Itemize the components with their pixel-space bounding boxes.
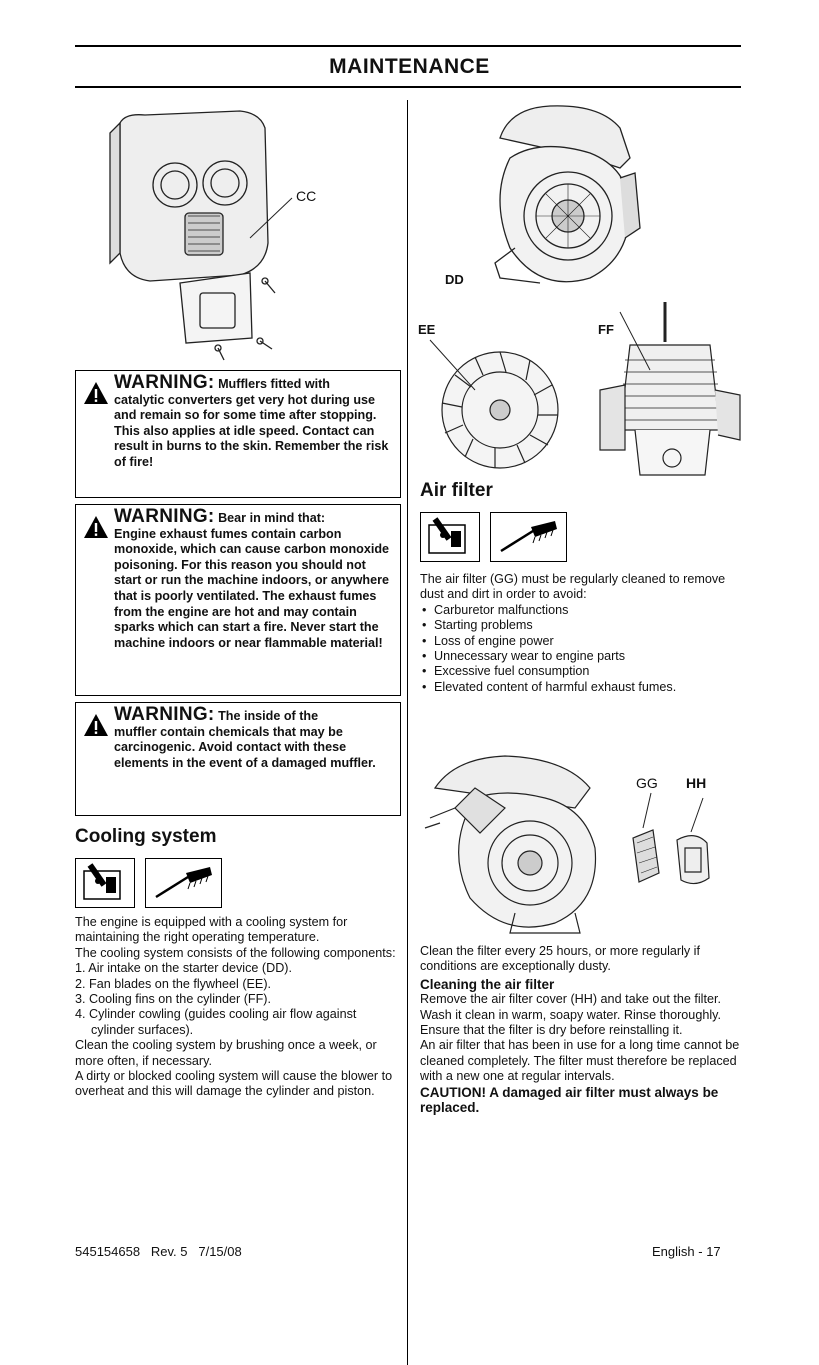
warning-text: WARNING: The inside of the muffler conta…: [114, 704, 376, 770]
flywheel-illustration: [429, 339, 559, 469]
label-cc: CC: [296, 188, 317, 204]
manual-book-icon: [420, 512, 480, 562]
warning-triangle-icon: [84, 714, 108, 736]
brush-icon: [490, 512, 567, 562]
warning-box-exhaust: WARNING: Bear in mind that: Engine exhau…: [75, 504, 401, 696]
cylinder-illustration: [599, 302, 741, 476]
label-gg: GG: [636, 775, 658, 791]
title-rule: [75, 86, 741, 88]
footer-doc-number: 545154658 Rev. 5 7/15/08: [75, 1244, 242, 1259]
warning-triangle-icon: [84, 516, 108, 538]
manual-book-icon: [75, 858, 135, 908]
warning-text: WARNING: Bear in mind that: Engine exhau…: [114, 506, 390, 650]
muffler-illustration: [109, 110, 293, 361]
cleaning-air-filter-heading: Cleaning the air filter: [420, 976, 555, 992]
air-filter-bullet: Starting problems: [420, 618, 745, 634]
top-rule: [75, 45, 741, 47]
air-filter-bullet: Loss of engine power: [420, 634, 745, 650]
warning-box-carcinogenic: WARNING: The inside of the muffler conta…: [75, 702, 401, 816]
air-filter-body: Clean the filter every 25 hours, or more…: [420, 944, 745, 1115]
warning-text: WARNING: Mufflers fitted with catalytic …: [114, 372, 389, 469]
cooling-item: 4. Cylinder cowling (guides cooling air …: [75, 1007, 357, 1037]
cooling-system-heading: Cooling system: [75, 826, 217, 847]
cooling-item: 3. Cooling fins on the cylinder (FF).: [75, 992, 271, 1007]
air-filter-bullet: Excessive fuel consumption: [420, 664, 745, 680]
cooling-item: 1. Air intake on the starter device (DD)…: [75, 961, 292, 976]
air-filter-intro: The air filter (GG) must be regularly cl…: [420, 572, 745, 696]
air-filter-illustration: [424, 755, 710, 934]
page-title: MAINTENANCE: [329, 55, 490, 78]
caution-text: CAUTION! A damaged air filter must alway…: [420, 1084, 719, 1116]
label-hh: HH: [686, 775, 707, 791]
cooling-body: The engine is equipped with a cooling sy…: [75, 915, 401, 1100]
air-filter-bullet: Elevated content of harmful exhaust fume…: [420, 680, 745, 696]
blower-starter-illustration: [494, 105, 641, 284]
cooling-item: 2. Fan blades on the flywheel (EE).: [75, 976, 272, 991]
air-filter-bullet: Carburetor malfunctions: [420, 603, 745, 619]
warning-triangle-icon: [84, 382, 108, 404]
label-ff: FF: [598, 322, 614, 337]
warning-box-catalytic: WARNING: Mufflers fitted with catalytic …: [75, 370, 401, 498]
air-filter-heading: Air filter: [420, 480, 493, 501]
label-ee: EE: [418, 322, 436, 337]
footer-page-number: English - 17: [652, 1244, 721, 1259]
column-divider: [407, 100, 408, 1365]
label-dd: DD: [445, 272, 464, 287]
air-filter-bullet: Unnecessary wear to engine parts: [420, 649, 745, 665]
brush-icon: [145, 858, 222, 908]
